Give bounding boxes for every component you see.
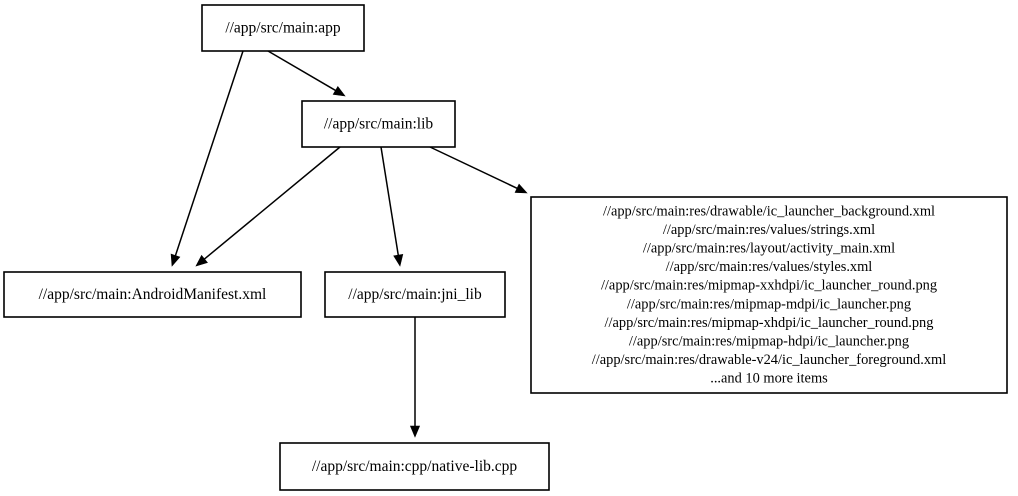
edge-jni-lib-to-native-arrowhead-icon	[409, 425, 421, 438]
node-native-lib-cpp[interactable]: //app/src/main:cpp/native-lib.cpp	[279, 442, 550, 491]
resources-item-label: //app/src/main:res/mipmap-xhdpi/ic_launc…	[605, 315, 934, 331]
edge-app-to-manifest	[170, 50, 244, 267]
edge-app-to-lib-line	[267, 50, 338, 92]
edge-lib-to-manifest-arrowhead-icon	[195, 254, 208, 267]
edge-lib-to-jni-lib-arrowhead-icon	[393, 254, 404, 267]
node-app-box[interactable]	[201, 4, 365, 52]
edge-lib-to-resources	[429, 146, 528, 194]
edge-app-to-manifest-line	[174, 50, 244, 258]
resources-item-label: //app/src/main:res/layout/activity_main.…	[643, 241, 895, 257]
edge-jni-lib-to-native	[409, 317, 421, 438]
resources-item-label: //app/src/main:res/drawable/ic_launcher_…	[603, 203, 935, 219]
edge-lib-to-manifest	[195, 146, 341, 267]
node-jni-lib-box[interactable]	[324, 271, 506, 318]
node-androidmanifest-box[interactable]	[3, 271, 302, 318]
resources-item-label: //app/src/main:res/values/strings.xml	[663, 222, 875, 238]
node-native-lib-cpp-label: //app/src/main:cpp/native-lib.cpp	[312, 458, 518, 475]
node-app[interactable]: //app/src/main:app	[201, 4, 365, 52]
edge-lib-to-jni-lib	[380, 146, 404, 267]
resources-item-label: //app/src/main:res/mipmap-xxhdpi/ic_laun…	[601, 278, 937, 294]
node-resources-list[interactable]: //app/src/main:res/drawable/ic_launcher_…	[530, 196, 1008, 394]
nodes-layer: //app/src/main:app //app/src/main:lib //ap…	[3, 4, 1008, 491]
node-lib[interactable]: //app/src/main:lib	[301, 100, 456, 148]
node-jni-lib[interactable]: //app/src/main:jni_lib	[324, 271, 506, 318]
edge-app-to-manifest-arrowhead-icon	[170, 253, 181, 267]
edges-layer	[170, 50, 528, 438]
node-resources-list-box[interactable]	[530, 196, 1008, 394]
node-jni-lib-label: //app/src/main:jni_lib	[348, 286, 482, 303]
resources-overflow-label: ...and 10 more items	[710, 371, 828, 387]
node-androidmanifest[interactable]: //app/src/main:AndroidManifest.xml	[3, 271, 302, 318]
resources-item-label: //app/src/main:res/mipmap-mdpi/ic_launch…	[627, 296, 911, 312]
node-lib-label: //app/src/main:lib	[324, 116, 434, 133]
resources-item-label: //app/src/main:res/drawable-v24/ic_launc…	[592, 352, 946, 368]
node-native-lib-cpp-box[interactable]	[279, 442, 550, 491]
node-app-label: //app/src/main:app	[225, 20, 341, 37]
edge-app-to-lib-arrowhead-icon	[332, 85, 346, 97]
edge-lib-to-manifest-line	[202, 146, 341, 261]
edge-lib-to-resources-arrowhead-icon	[514, 183, 528, 194]
edge-app-to-lib	[267, 50, 346, 97]
edge-lib-to-jni-lib-line	[380, 146, 400, 257]
edge-lib-to-resources-line	[429, 146, 519, 190]
resources-item-label: //app/src/main:res/mipmap-hdpi/ic_launch…	[629, 334, 909, 350]
node-lib-box[interactable]	[301, 100, 456, 148]
resources-item-label: //app/src/main:res/values/styles.xml	[666, 259, 873, 275]
node-androidmanifest-label: //app/src/main:AndroidManifest.xml	[39, 286, 267, 303]
